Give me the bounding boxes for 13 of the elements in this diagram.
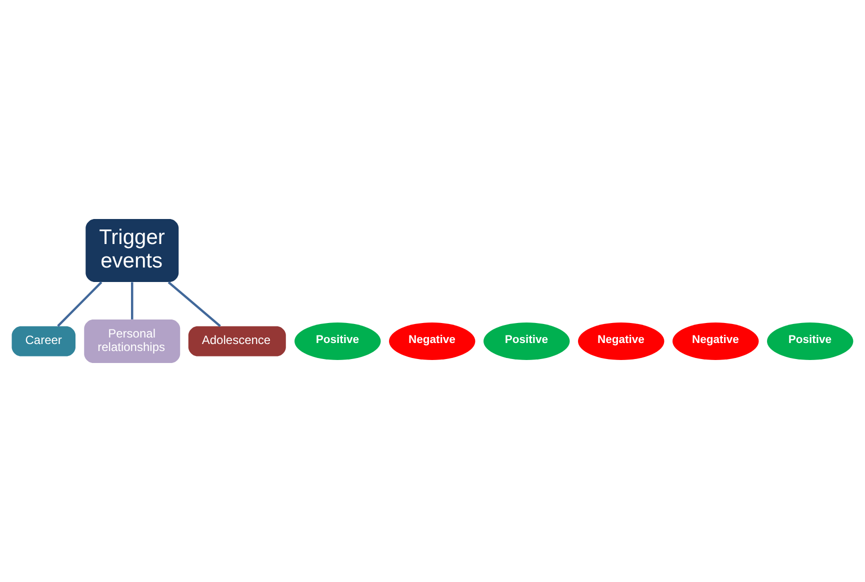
connector [57, 281, 102, 327]
node-box: Personal relationships [84, 320, 180, 363]
node-box: Trigger events [86, 219, 179, 282]
connector [131, 282, 134, 320]
node-ellipse: Negative [389, 322, 476, 360]
node-ellipse: Positive [767, 322, 854, 360]
node-box: Adolescence [188, 326, 286, 356]
node-ellipse: Negative [672, 322, 759, 360]
connector [168, 281, 221, 327]
node-ellipse: Positive [294, 322, 381, 360]
node-box: Career [12, 326, 76, 356]
node-ellipse: Positive [484, 322, 570, 360]
node-ellipse: Negative [578, 322, 664, 360]
